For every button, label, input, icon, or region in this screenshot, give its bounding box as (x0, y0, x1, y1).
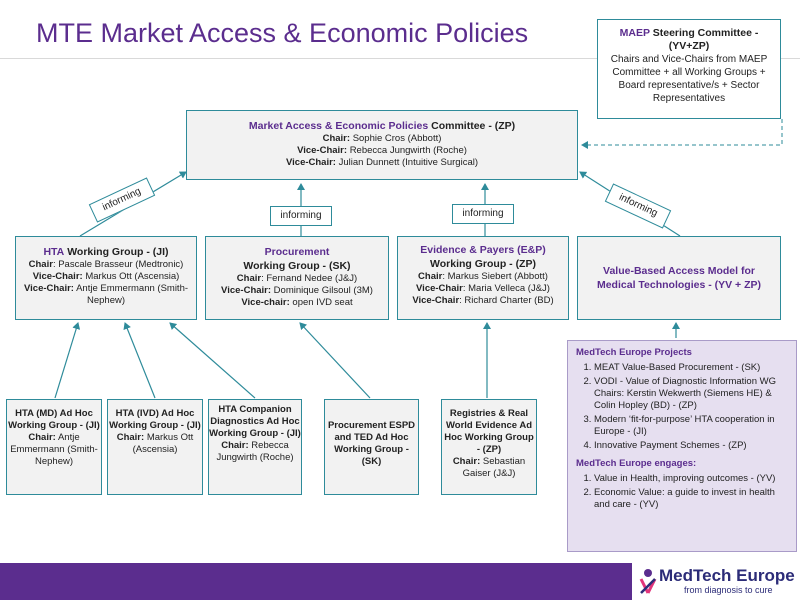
medtech-projects-box: MedTech Europe Projects MEAT Value-Based… (567, 340, 797, 552)
committee-title-accent: Market Access & Economic Policies (248, 120, 429, 132)
adhoc-chair: Chair: Sebastian Gaiser (J&J) (452, 456, 526, 479)
evidence-wg-line: Chair: Markus Siebert (Abbott) (418, 271, 548, 282)
hta-md-adhoc-box: HTA (MD) Ad Hoc Working Group - (JI) Cha… (6, 399, 102, 495)
logo-name: MedTech Europe (659, 566, 795, 585)
hta-wg-line: Vice-Chair: Markus Ott (Ascensia) (32, 271, 180, 282)
procurement-wg-title: Procurement Working Group - (SK) (243, 246, 351, 272)
projects-heading: MedTech Europe Projects (576, 347, 692, 358)
adhoc-title: HTA (MD) Ad Hoc Working Group - (JI) (8, 408, 100, 431)
committee-line: Vice-Chair: Rebecca Jungwirth (Roche) (297, 145, 467, 156)
page-title: MTE Market Access & Economic Policies (36, 18, 529, 48)
procurement-wg-line: Chair: Fernand Nedee (J&J) (236, 273, 358, 284)
project-item: VODI - Value of Diagnostic Information W… (594, 376, 788, 412)
project-item: MEAT Value-Based Procurement - (SK) (594, 362, 788, 374)
informing-tag-procurement: informing (270, 206, 332, 226)
steering-dashed-connector (581, 119, 783, 149)
vbam-title: Value-Based Access Model for Medical Tec… (596, 265, 762, 291)
arrow-hta-ivd-to-hta (123, 322, 156, 399)
adhoc-chair: Chair: Rebecca Jungwirth (Roche) (216, 440, 294, 463)
evidence-wg-title: Evidence & Payers (E&P) Working Group - … (420, 244, 546, 270)
steering-title-rest: Steering Committee - (YV+ZP) (652, 27, 759, 52)
adhoc-chair: Chair: Markus Ott (Ascensia) (116, 432, 194, 455)
steering-title: MAEP Steering Committee - (YV+ZP) (603, 27, 775, 53)
procurement-working-group-box: Procurement Working Group - (SK) Chair: … (205, 236, 389, 320)
adhoc-title: Registries & Real World Evidence Ad Hoc … (444, 408, 534, 455)
logo-tagline: from diagnosis to cure (684, 585, 773, 595)
title-divider (0, 58, 800, 59)
procurement-espd-ted-adhoc-box: Procurement ESPD and TED Ad Hoc Working … (324, 399, 419, 495)
procurement-wg-line: Vice-chair: open IVD seat (241, 297, 353, 308)
evidence-wg-line: Vice-Chair: Maria Velleca (J&J) (416, 283, 550, 294)
hta-companion-diagnostics-adhoc-box: HTA Companion Diagnostics Ad Hoc Working… (208, 399, 302, 495)
value-based-access-model-box: Value-Based Access Model for Medical Tec… (577, 236, 781, 320)
projects-list: MEAT Value-Based Procurement - (SK) VODI… (576, 362, 788, 452)
arrow-procurement-adhoc-to-procurement (299, 322, 371, 399)
adhoc-title: Procurement ESPD and TED Ad Hoc Working … (327, 420, 416, 467)
engages-item: Economic Value: a guide to invest in hea… (594, 487, 788, 511)
adhoc-chair: Chair: Antje Emmermann (Smith-Nephew) (10, 432, 98, 467)
logo: MedTech Europe from diagnosis to cure (632, 563, 800, 600)
project-item: Innovative Payment Schemes - (ZP) (594, 440, 788, 452)
steering-committee-box: MAEP Steering Committee - (YV+ZP) Chairs… (597, 19, 781, 119)
registries-rwe-adhoc-box: Registries & Real World Evidence Ad Hoc … (441, 399, 537, 495)
procurement-wg-line: Vice-Chair: Dominique Gilsoul (3M) (221, 285, 373, 296)
adhoc-title: HTA Companion Diagnostics Ad Hoc Working… (209, 404, 301, 439)
hta-ivd-adhoc-box: HTA (IVD) Ad Hoc Working Group - (JI) Ch… (107, 399, 203, 495)
adhoc-title: HTA (IVD) Ad Hoc Working Group - (JI) (109, 408, 201, 431)
engages-item: Value in Health, improving outcomes - (Y… (594, 473, 788, 485)
evidence-payers-working-group-box: Evidence & Payers (E&P) Working Group - … (397, 236, 569, 320)
steering-title-accent: MAEP (619, 27, 650, 39)
arrow-hta-md-to-hta (54, 322, 81, 399)
committee-line: Chair: Sophie Cros (Abbott) (322, 133, 442, 144)
engages-list: Value in Health, improving outcomes - (Y… (576, 473, 788, 511)
hta-wg-title: HTA Working Group - (JI) (43, 246, 169, 258)
hta-wg-line: Chair: Pascale Brasseur (Medtronic) (28, 259, 184, 270)
hta-wg-line: Vice-Chair: Antje Emmermann (Smith-Nephe… (23, 283, 189, 306)
committee-line: Vice-Chair: Julian Dunnett (Intuitive Su… (285, 157, 479, 168)
committee-title: Market Access & Economic Policies Commit… (187, 119, 577, 133)
project-item: Modern ‘fit-for-purpose’ HTA cooperation… (594, 414, 788, 438)
engages-heading: MedTech Europe engages: (576, 458, 697, 469)
steering-body: Chairs and Vice-Chairs from MAEP Committ… (610, 54, 768, 104)
evidence-wg-line: Vice-Chair: Richard Charter (BD) (412, 295, 554, 306)
committee-title-rest: Committee - (ZP) (431, 120, 516, 132)
arrow-hta-cd-to-hta (169, 322, 256, 399)
medtech-logo-icon (639, 569, 657, 594)
hta-working-group-box: HTA Working Group - (JI) Chair: Pascale … (15, 236, 197, 320)
informing-tag-evidence: informing (452, 204, 514, 224)
committee-box: Market Access & Economic Policies Commit… (186, 110, 578, 180)
